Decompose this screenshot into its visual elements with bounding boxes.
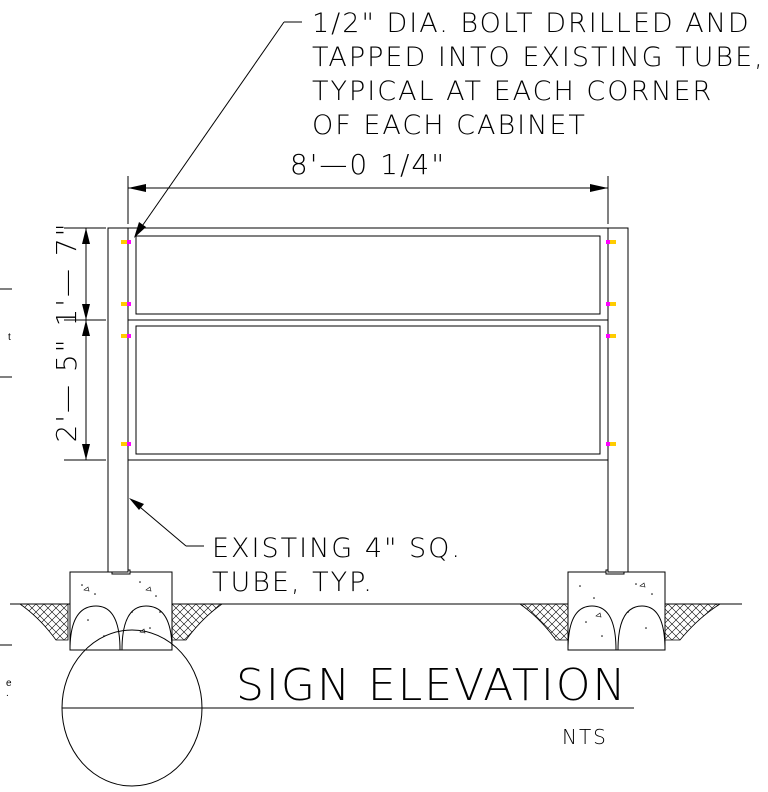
bolt-note-leader	[134, 21, 302, 238]
overall-width-label: 8'—0 1/4"	[290, 148, 446, 181]
edge-fragment-bottom-1: e	[6, 678, 12, 689]
left-edge-fragments: t e .	[0, 288, 12, 699]
upper-height-label: 1'— 7"	[50, 221, 83, 326]
footing-right	[567, 565, 666, 651]
footing-left	[69, 565, 173, 651]
bolt-note-line-3: TYPICAL AT EACH CORNER	[312, 76, 713, 107]
tube-note-line-2: TUBE, TYP.	[212, 567, 374, 598]
height-dimensions: 1'— 7" 2'— 5"	[50, 221, 106, 461]
ground-hatch-right	[518, 603, 722, 641]
upper-cabinet	[127, 227, 609, 321]
tube-note: EXISTING 4" SQ. TUBE, TYP.	[212, 533, 462, 598]
bolt-note-line-4: OF EACH CABINET	[312, 110, 587, 141]
scale-text: NTS	[562, 725, 608, 749]
lower-height-label: 2'— 5"	[50, 337, 83, 442]
bolt-note-line-1: 1/2" DIA. BOLT DRILLED AND	[312, 8, 751, 39]
edge-fragment-bottom-2: .	[6, 688, 9, 699]
ground-hatch-left	[18, 603, 224, 641]
title-block: SIGN ELEVATION NTS	[61, 629, 634, 787]
edge-fragment-top: t	[8, 332, 11, 343]
bolt-markers	[121, 240, 616, 446]
tube-note-line-1: EXISTING 4" SQ.	[212, 533, 462, 564]
tube-note-leader	[129, 498, 204, 547]
bolt-note: 1/2" DIA. BOLT DRILLED AND TAPPED INTO E…	[312, 8, 765, 141]
lower-cabinet	[127, 319, 609, 461]
bolt-note-line-2: TAPPED INTO EXISTING TUBE,	[312, 42, 765, 73]
title-text: SIGN ELEVATION	[236, 660, 627, 711]
post-right	[607, 227, 629, 573]
post-left	[107, 227, 129, 573]
width-dimension: 8'—0 1/4"	[127, 148, 609, 224]
